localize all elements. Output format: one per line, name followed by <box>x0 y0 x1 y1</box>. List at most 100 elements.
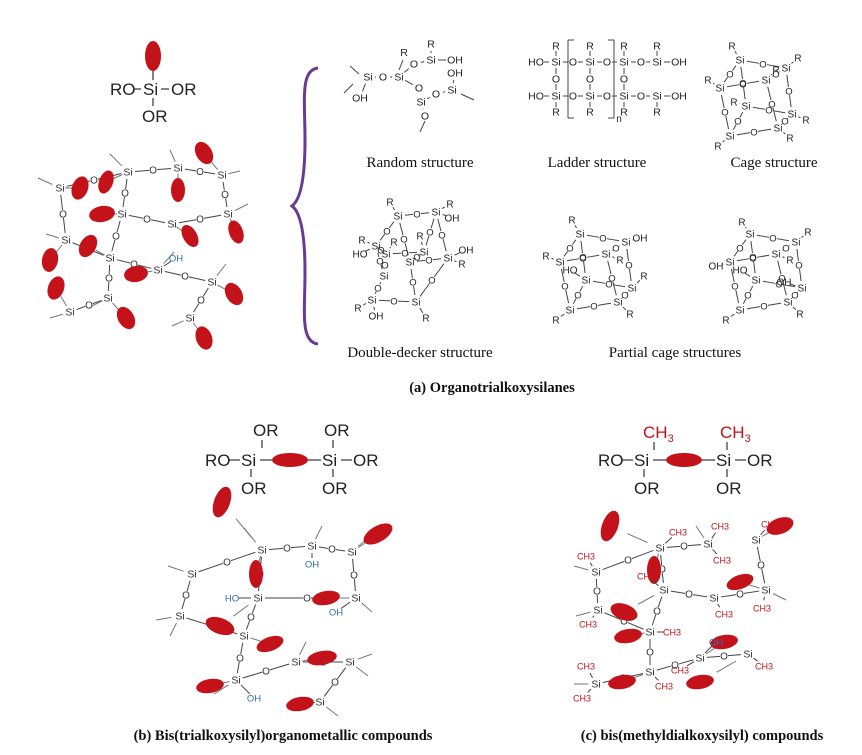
organic-group <box>89 205 115 223</box>
atom-label: O <box>569 91 577 103</box>
bond <box>389 246 392 249</box>
bond <box>692 594 708 598</box>
bond <box>213 684 229 695</box>
bond <box>661 572 664 584</box>
organic-bridge <box>272 453 308 467</box>
bond <box>560 313 565 317</box>
atom-label: O <box>586 74 594 86</box>
bond <box>798 116 801 119</box>
bond <box>186 580 191 592</box>
atom-label: R <box>704 76 711 87</box>
bond <box>352 558 355 572</box>
bond <box>403 68 410 73</box>
atom-label: Si <box>394 72 403 84</box>
bond <box>419 307 424 314</box>
atom-label: R <box>794 54 801 65</box>
si-node: Si <box>185 313 194 325</box>
o-node: O <box>646 648 654 659</box>
bond <box>735 289 740 304</box>
methyl-group: CH3 <box>573 694 591 704</box>
atom-label: OH <box>671 91 687 103</box>
bond <box>222 181 225 191</box>
bond <box>748 584 760 589</box>
bond <box>597 302 612 306</box>
atom-label: O <box>736 244 743 255</box>
bond <box>573 565 589 571</box>
atom-label: Si <box>368 296 377 307</box>
bond <box>430 218 435 229</box>
organic-group <box>195 326 213 350</box>
bond <box>156 168 172 171</box>
atom-label: OH <box>671 57 687 69</box>
atom-label: O <box>590 302 597 313</box>
bond <box>432 258 442 261</box>
bond <box>45 233 60 239</box>
bond <box>250 637 262 642</box>
bond <box>621 296 624 299</box>
or-bottom-right: OR <box>322 479 348 498</box>
atom-label: R <box>616 256 623 267</box>
bond <box>777 260 782 275</box>
bond <box>572 298 577 305</box>
atom-label: R <box>626 310 633 321</box>
label-ladder-structure: Ladder structure <box>548 155 647 171</box>
silanol-oh: OH <box>329 608 343 619</box>
bond <box>743 86 746 100</box>
bond <box>216 263 227 277</box>
o-node: O <box>685 590 693 601</box>
network-c: SiSiSiSiSiSiSiSiSiSiSiSiSiOOOOOOOOOOOOOC… <box>573 510 794 704</box>
atom-label: OH <box>369 312 384 323</box>
atom-label: R <box>772 66 779 77</box>
bond <box>757 128 772 132</box>
bond <box>786 117 789 120</box>
atom-label: Si <box>380 272 389 283</box>
methyl-group: CH3 <box>655 682 673 692</box>
atom-label: Si <box>774 124 783 135</box>
ch3-left: CH3 <box>643 423 674 445</box>
atom-label: O <box>599 234 606 245</box>
atom-label: Si <box>746 230 755 241</box>
bond <box>116 220 121 233</box>
bond <box>380 249 385 253</box>
atom-label: R <box>400 47 408 59</box>
bond <box>604 612 621 620</box>
bond <box>753 260 756 274</box>
o-node: O <box>757 561 765 572</box>
methyl-group: CH3 <box>577 552 595 562</box>
bond <box>580 240 583 254</box>
atom-label: R <box>586 41 594 53</box>
bond <box>725 115 730 130</box>
si-node: Si <box>65 307 74 319</box>
bond <box>116 259 131 264</box>
ro-label: RO <box>110 80 136 99</box>
bond <box>171 320 184 327</box>
bond <box>736 132 751 136</box>
atom-label: Si <box>716 84 725 95</box>
o-node: O <box>283 544 291 555</box>
bond <box>49 313 64 319</box>
bond <box>612 256 615 259</box>
atom-label: O <box>383 227 390 238</box>
or-bottom-label: OR <box>142 107 168 126</box>
si-node: Si <box>347 547 356 559</box>
atom-label: O <box>438 231 445 242</box>
bond <box>799 268 802 282</box>
atom-label: OH <box>459 246 474 257</box>
organic-group <box>610 603 638 621</box>
bond <box>245 620 251 630</box>
bond <box>772 107 777 122</box>
organic-group <box>171 178 185 202</box>
bond <box>290 546 306 549</box>
bond <box>62 217 66 234</box>
bond <box>325 706 339 717</box>
bond <box>575 611 591 617</box>
bond <box>442 91 446 93</box>
bond <box>789 283 796 287</box>
atom-label: R <box>640 272 647 283</box>
atom-label: Si <box>736 306 745 317</box>
bond <box>770 73 773 76</box>
bond <box>109 153 123 167</box>
organic-group <box>71 176 89 200</box>
bond <box>560 268 565 283</box>
